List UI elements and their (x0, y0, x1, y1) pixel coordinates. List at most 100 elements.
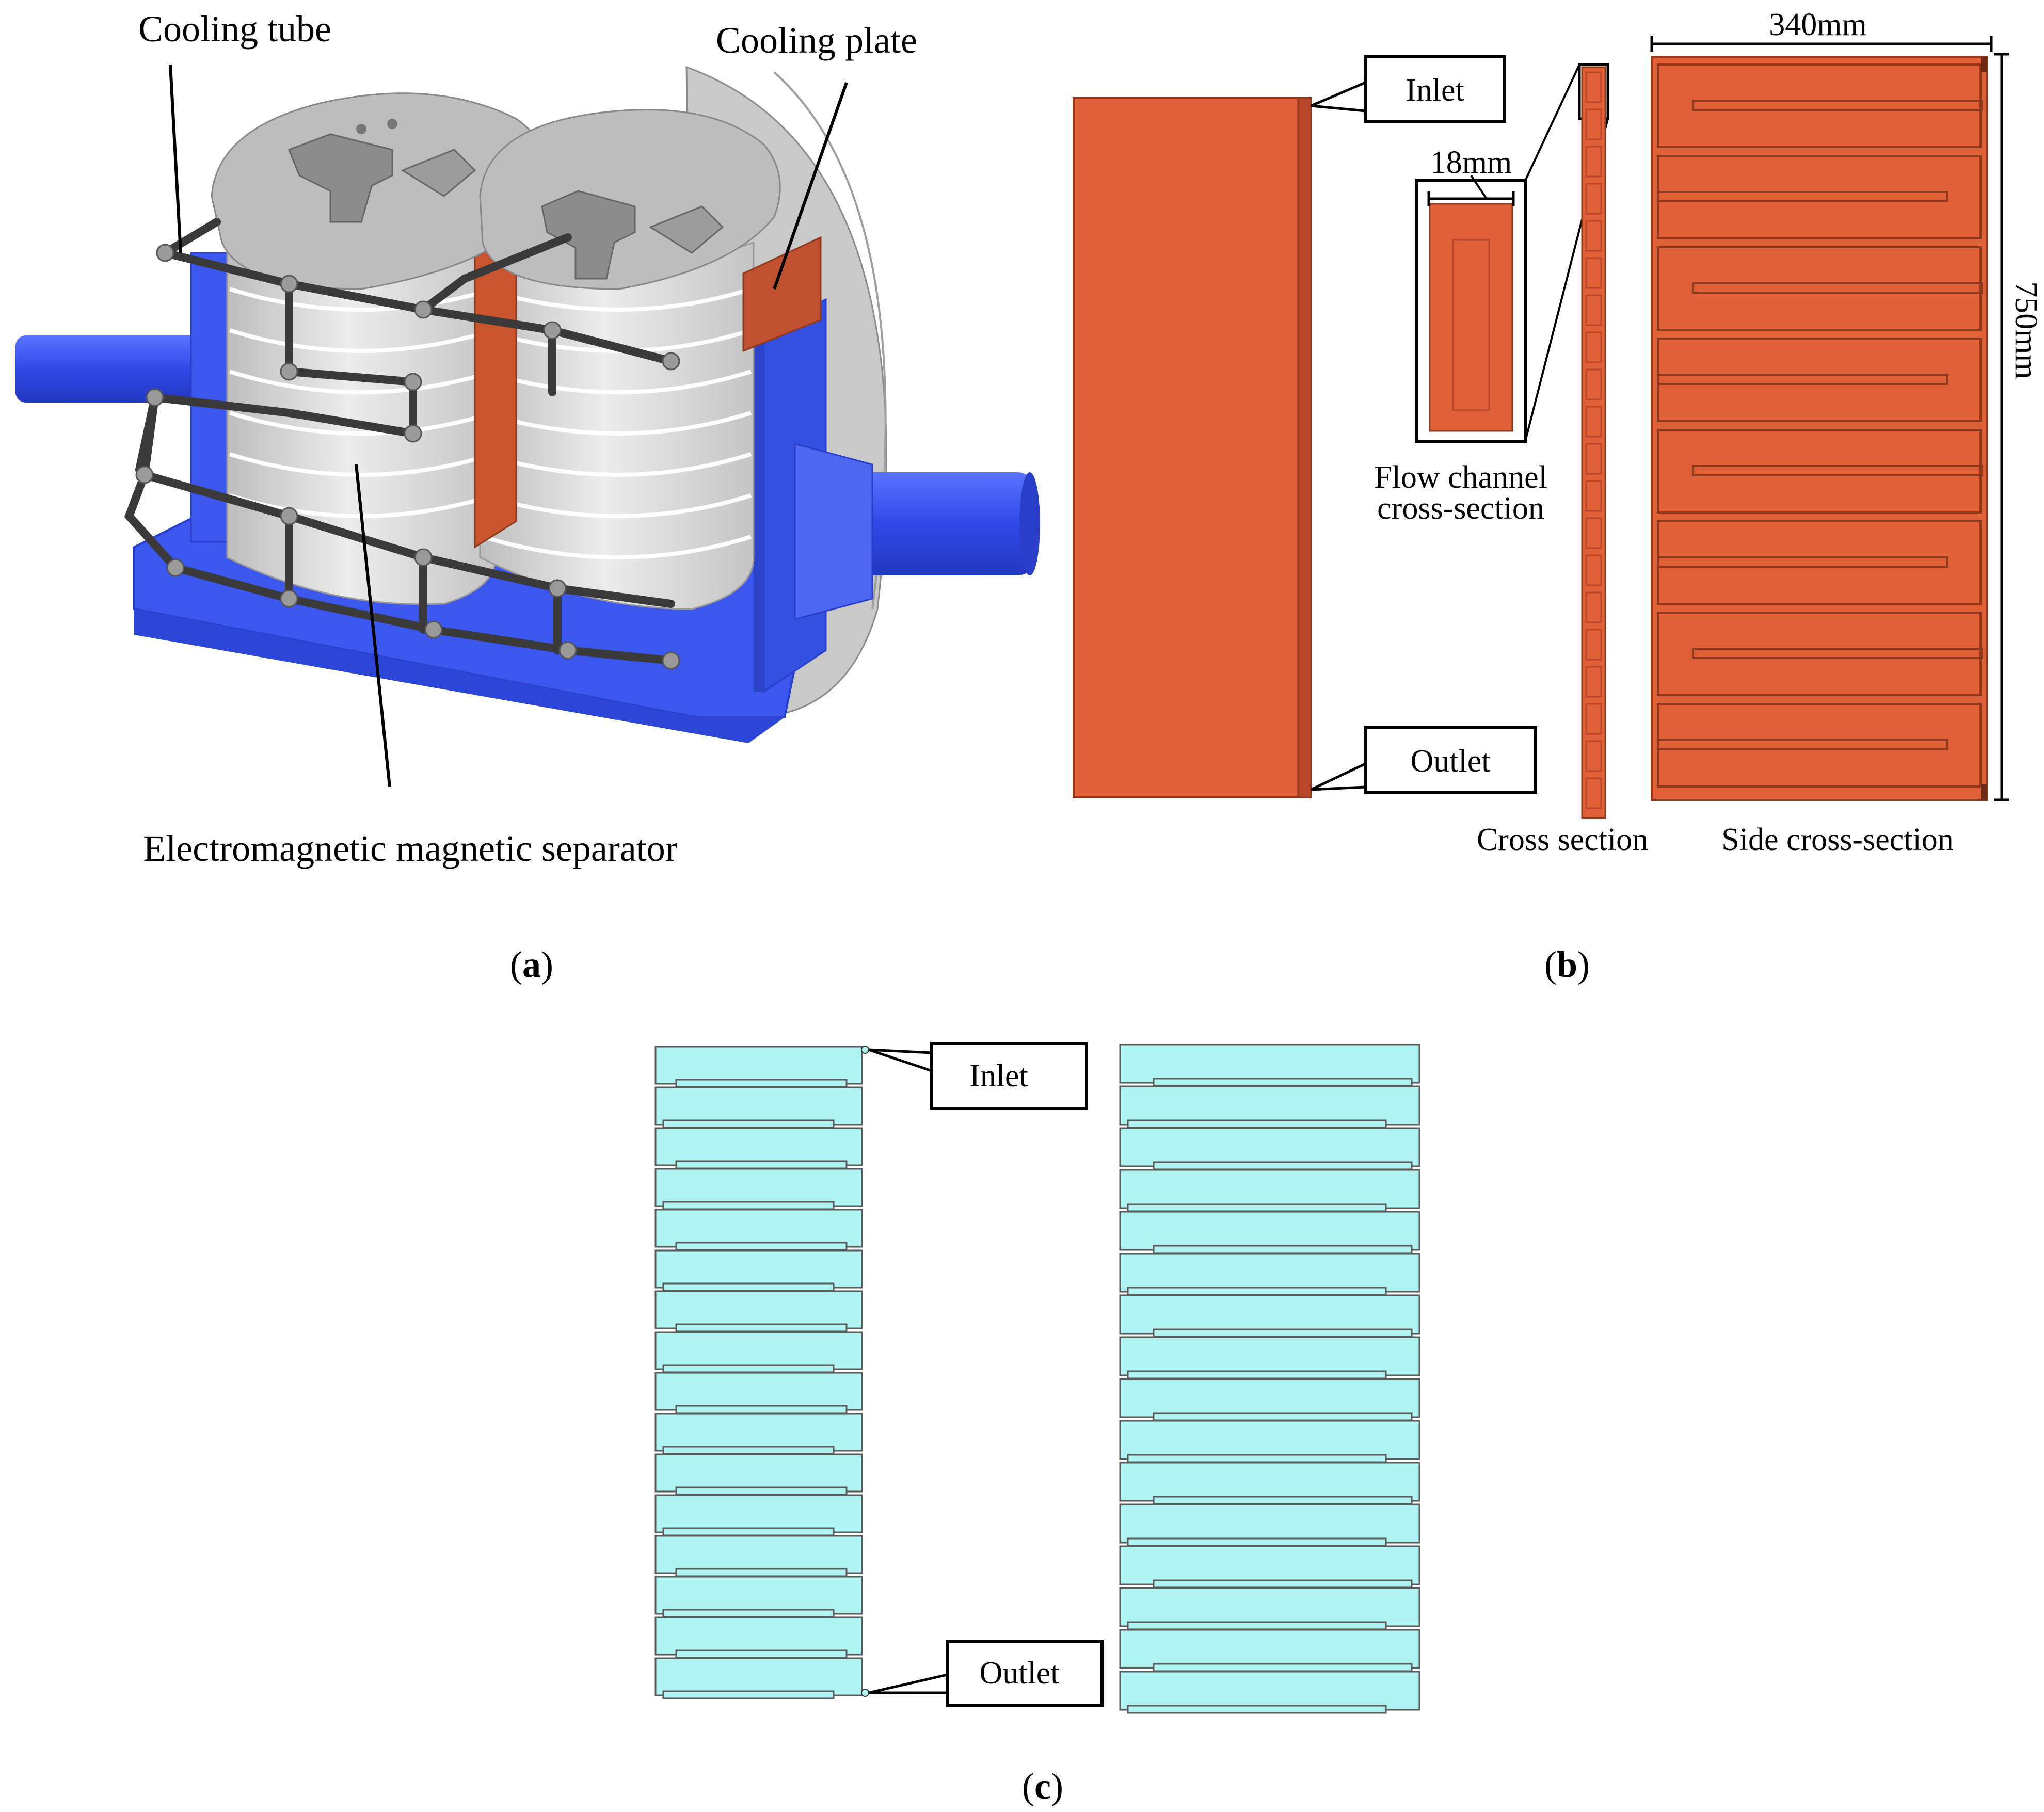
fluid-band (1119, 1420, 1420, 1460)
cross-section-channel (1585, 480, 1602, 512)
outlet-label-c: Outlet (980, 1656, 1060, 1691)
fluid-slot (662, 1527, 835, 1536)
fluid-band (1119, 1085, 1420, 1126)
side-channel-slot (1692, 648, 1983, 659)
fluid-slot (675, 1568, 848, 1577)
fluid-band (654, 1535, 863, 1574)
fluid-band (1119, 1211, 1420, 1251)
fluid-band (654, 1413, 863, 1452)
cooling-plate-cross-section (1578, 63, 1609, 819)
cross-section-channel (1585, 517, 1602, 549)
cross-section-channel (1585, 443, 1602, 475)
right-copper-plate (742, 236, 822, 352)
side-channel-slot (1692, 282, 1983, 294)
panel-a-caption: (a) (510, 944, 553, 985)
fluid-band (654, 1331, 863, 1370)
fluid-band (1119, 1629, 1420, 1669)
side-channel-slot (1692, 100, 1983, 111)
fluid-slot (1127, 1370, 1387, 1380)
label-cooling-tube: Cooling tube (138, 8, 331, 50)
fluid-band (1119, 1671, 1420, 1711)
side-channel-cell (1657, 63, 1982, 148)
cross-section-channel (1585, 629, 1602, 661)
side-channel-slot (1657, 739, 1948, 750)
fluid-domain-wide (1119, 1044, 1420, 1714)
outlet-callout-b (1310, 726, 1537, 794)
left-shaft (15, 335, 232, 403)
fluid-band (654, 1453, 863, 1493)
fluid-slot (1153, 1412, 1413, 1421)
cross-section-channel (1585, 331, 1602, 363)
fluid-band (654, 1249, 863, 1289)
cross-section-channel (1585, 777, 1602, 809)
fluid-slot (675, 1160, 848, 1169)
panel-c-caption: (c) (1022, 1766, 1063, 1807)
outlet-callout-c (861, 1640, 1104, 1707)
cross-section-channel (1585, 183, 1602, 215)
fluid-slot (1153, 1078, 1413, 1087)
flow-channel-label-line1: Flow channel (1374, 460, 1547, 495)
side-channel-cell (1657, 246, 1982, 331)
fluid-band (1119, 1503, 1420, 1544)
fluid-slot (1153, 1245, 1413, 1254)
side-channel-slot (1657, 556, 1948, 568)
tube-joints (135, 244, 680, 670)
fluid-slot (1153, 1579, 1413, 1589)
fluid-band (1119, 1294, 1420, 1335)
fluid-band (654, 1657, 863, 1696)
fluid-slot (1127, 1203, 1387, 1212)
fluid-slot (1127, 1537, 1387, 1547)
fluid-band (654, 1086, 863, 1126)
fluid-slot (675, 1242, 848, 1251)
cross-section-channel (1585, 554, 1602, 586)
fluid-band (654, 1209, 863, 1248)
inlet-label-b: Inlet (1406, 73, 1464, 108)
cross-section-channel (1585, 591, 1602, 623)
label-side-cross-section: Side cross-section (1721, 822, 1953, 857)
cross-section-channel (1585, 703, 1602, 735)
fluid-band (1119, 1127, 1420, 1167)
side-channel-cell (1657, 429, 1982, 514)
fluid-slot (1153, 1663, 1413, 1672)
fluid-slot (1127, 1705, 1387, 1714)
fluid-band (1119, 1044, 1420, 1084)
fluid-band (654, 1127, 863, 1166)
fluid-band (654, 1290, 863, 1329)
label-electromagnetic-separator: Electromagnetic magnetic separator (143, 828, 678, 869)
inlet-callout-b (1311, 55, 1506, 123)
fluid-slot (675, 1649, 848, 1659)
cross-section-channel (1585, 71, 1602, 103)
fluid-band (1119, 1336, 1420, 1376)
fluid-band (1119, 1545, 1420, 1585)
fluid-slot (1127, 1287, 1387, 1296)
cross-section-channel (1585, 294, 1602, 326)
fluid-slot (1127, 1621, 1387, 1630)
cooling-plate-side-cross-section (1650, 36, 2009, 801)
dim-18mm: 18mm (1430, 145, 1512, 180)
fluid-slot (675, 1323, 848, 1333)
fluid-slot (662, 1119, 835, 1129)
fluid-slot (662, 1690, 835, 1699)
fluid-band (654, 1046, 863, 1085)
fluid-slot (1127, 1119, 1387, 1129)
cross-section-channel (1585, 740, 1602, 772)
fluid-domain-narrow (654, 1046, 863, 1699)
inlet-label-c: Inlet (969, 1059, 1028, 1094)
fluid-band (654, 1168, 863, 1207)
fluid-band (1119, 1378, 1420, 1418)
cooling-plate-front-view (1073, 97, 1312, 798)
panel-b-caption: (b) (1544, 944, 1590, 985)
fluid-slot (1153, 1328, 1413, 1338)
cross-section-channel (1585, 220, 1602, 252)
cross-section-channel (1585, 257, 1602, 289)
side-channel-cell (1657, 612, 1982, 696)
cross-section-channel (1585, 108, 1602, 140)
fluid-slot (675, 1079, 848, 1088)
cross-section-channel (1585, 406, 1602, 438)
side-channel-slot (1657, 374, 1948, 385)
fluid-slot (662, 1364, 835, 1373)
cross-section-channel (1585, 666, 1602, 698)
fluid-band (1119, 1462, 1420, 1502)
fluid-slot (662, 1446, 835, 1455)
